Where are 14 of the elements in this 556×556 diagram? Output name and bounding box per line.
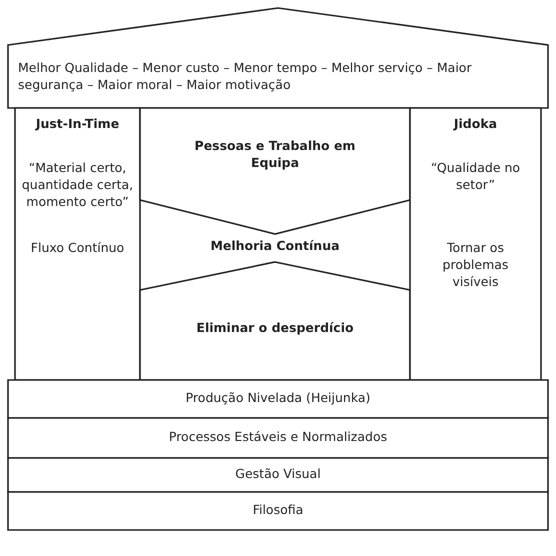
pillar-quote: “Material certo, quantidade certa, momento certo”	[20, 160, 134, 211]
center-label: Melhoria Contínua	[209, 238, 341, 255]
band-text: Processos Estáveis e Normalizados	[168, 429, 388, 446]
pillar-text: Fluxo Contínuo	[30, 240, 126, 257]
band-text: Produção Nivelada (Heijunka)	[184, 390, 372, 407]
pillar-title: Jidoka	[452, 116, 498, 133]
center-text: Eliminar o desperdício	[195, 320, 355, 337]
pillar-title: Just-In-Time	[34, 116, 120, 133]
goals-text: Melhor Qualidade – Menor custo – Menor tempo – Melhor serviço – Maior segurança – Maior moral – Maior motivação	[17, 60, 473, 94]
pillar-text: Tornar os problemas visíveis	[442, 240, 510, 291]
center-text: Pessoas e Trabalho em Equipa	[194, 138, 356, 172]
band-text: Filosofia	[252, 502, 304, 519]
band-text: Gestão Visual	[234, 466, 322, 483]
pillar-quote: “Qualidade no setor”	[430, 160, 522, 194]
